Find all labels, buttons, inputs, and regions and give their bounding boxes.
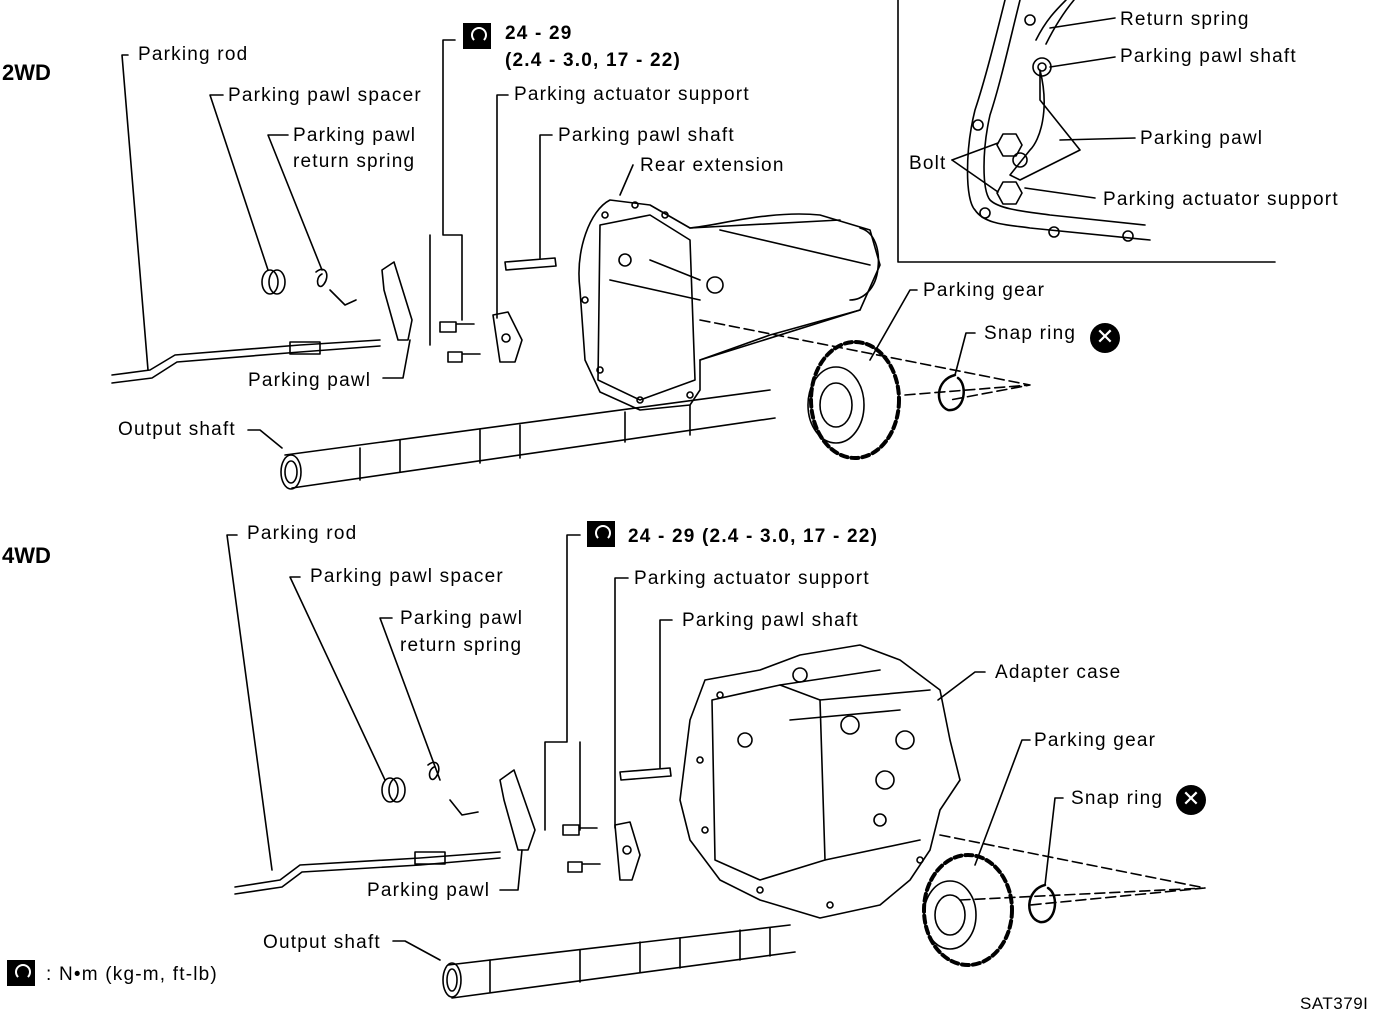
leader-parking-gear-2wd bbox=[869, 289, 918, 361]
label-actuator-support-2wd: Parking actuator support bbox=[514, 84, 750, 105]
label-pawl-spacer-2wd: Parking pawl spacer bbox=[228, 85, 422, 106]
label-inset-return-spring: Return spring bbox=[1120, 9, 1250, 30]
label-parking-pawl-4wd: Parking pawl bbox=[367, 880, 491, 901]
label-torque-4wd: 24 - 29 (2.4 - 3.0, 17 - 22) bbox=[628, 526, 879, 547]
leader-pawl-shaft-4wd bbox=[659, 619, 673, 769]
label-return-spring-4wd-line2: return spring bbox=[400, 635, 523, 656]
label-return-spring-4wd-line1: Parking pawl bbox=[400, 608, 524, 629]
label-parking-pawl-2wd: Parking pawl bbox=[248, 370, 372, 391]
label-parking-gear-2wd: Parking gear bbox=[923, 280, 1046, 301]
parking-gear-2wd bbox=[807, 340, 901, 460]
label-parking-rod-2wd: Parking rod bbox=[138, 44, 249, 65]
label-inset-parking-pawl: Parking pawl bbox=[1140, 128, 1264, 149]
leader-parking-gear-4wd bbox=[974, 739, 1031, 866]
label-rear-extension-2wd: Rear extension bbox=[640, 155, 785, 176]
label-inset-pawl-shaft: Parking pawl shaft bbox=[1120, 46, 1297, 67]
label-pawl-shaft-4wd: Parking pawl shaft bbox=[682, 610, 859, 631]
do-not-reuse-icon: ✕ bbox=[1176, 785, 1206, 815]
leader-adapter-case-4wd bbox=[937, 671, 986, 701]
leader-return-spring-4wd bbox=[379, 617, 441, 781]
leader-return-spring-2wd bbox=[267, 134, 323, 271]
assembly-4wd bbox=[226, 534, 1206, 999]
torque-units-legend: : N•m (kg-m, ft-lb) bbox=[46, 964, 218, 985]
label-adapter-case-4wd: Adapter case bbox=[995, 662, 1122, 683]
leader-pawl-spacer-2wd bbox=[209, 94, 269, 271]
leader-parking-pawl-2wd bbox=[382, 339, 411, 379]
label-return-spring-2wd-line2: return spring bbox=[293, 151, 416, 172]
leader-snap-ring-2wd bbox=[954, 332, 976, 376]
label-parking-rod-4wd: Parking rod bbox=[247, 523, 358, 544]
label-pawl-shaft-2wd: Parking pawl shaft bbox=[558, 125, 735, 146]
leader-actuator-4wd bbox=[614, 577, 629, 829]
leader-pawl-shaft-2wd bbox=[539, 134, 553, 259]
torque-wrench-icon bbox=[587, 521, 615, 547]
leader-torque-4wd bbox=[544, 534, 581, 831]
leader-pawl-spacer-4wd bbox=[289, 576, 386, 781]
label-return-spring-2wd-line1: Parking pawl bbox=[293, 125, 417, 146]
leader-output-shaft-4wd bbox=[392, 940, 441, 961]
label-inset-actuator-support: Parking actuator support bbox=[1103, 189, 1339, 210]
leader-output-shaft-2wd bbox=[247, 429, 283, 449]
label-snap-ring-4wd: Snap ring bbox=[1071, 788, 1164, 809]
section-label-4wd: 4WD bbox=[2, 543, 51, 568]
assembly-2wd bbox=[111, 39, 1031, 490]
leader-parking-rod-2wd bbox=[121, 54, 149, 371]
label-output-shaft-4wd: Output shaft bbox=[263, 932, 381, 953]
leader-actuator-2wd bbox=[496, 94, 509, 319]
leader-snap-ring-4wd bbox=[1044, 797, 1064, 886]
label-inset-bolt: Bolt bbox=[909, 153, 947, 174]
parking-gear-4wd bbox=[922, 853, 1014, 967]
figure-code: SAT379I bbox=[1300, 994, 1369, 1013]
torque-wrench-icon bbox=[7, 960, 35, 986]
label-actuator-support-4wd: Parking actuator support bbox=[634, 568, 870, 589]
inset-detail bbox=[897, 0, 1276, 263]
label-parking-gear-4wd: Parking gear bbox=[1034, 730, 1157, 751]
leader-parking-pawl-4wd bbox=[499, 849, 523, 891]
torque-wrench-icon bbox=[463, 23, 491, 49]
leader-rear-extension-2wd bbox=[619, 164, 634, 196]
leader-parking-rod-4wd bbox=[226, 534, 273, 871]
label-torque-2wd-line2: (2.4 - 3.0, 17 - 22) bbox=[505, 50, 682, 71]
label-output-shaft-2wd: Output shaft bbox=[118, 419, 236, 440]
label-torque-2wd-line1: 24 - 29 bbox=[505, 23, 573, 44]
section-label-2wd: 2WD bbox=[2, 60, 51, 85]
label-pawl-spacer-4wd: Parking pawl spacer bbox=[310, 566, 504, 587]
do-not-reuse-icon: ✕ bbox=[1090, 323, 1120, 353]
label-snap-ring-2wd: Snap ring bbox=[984, 323, 1077, 344]
leader-torque-2wd bbox=[442, 39, 463, 321]
